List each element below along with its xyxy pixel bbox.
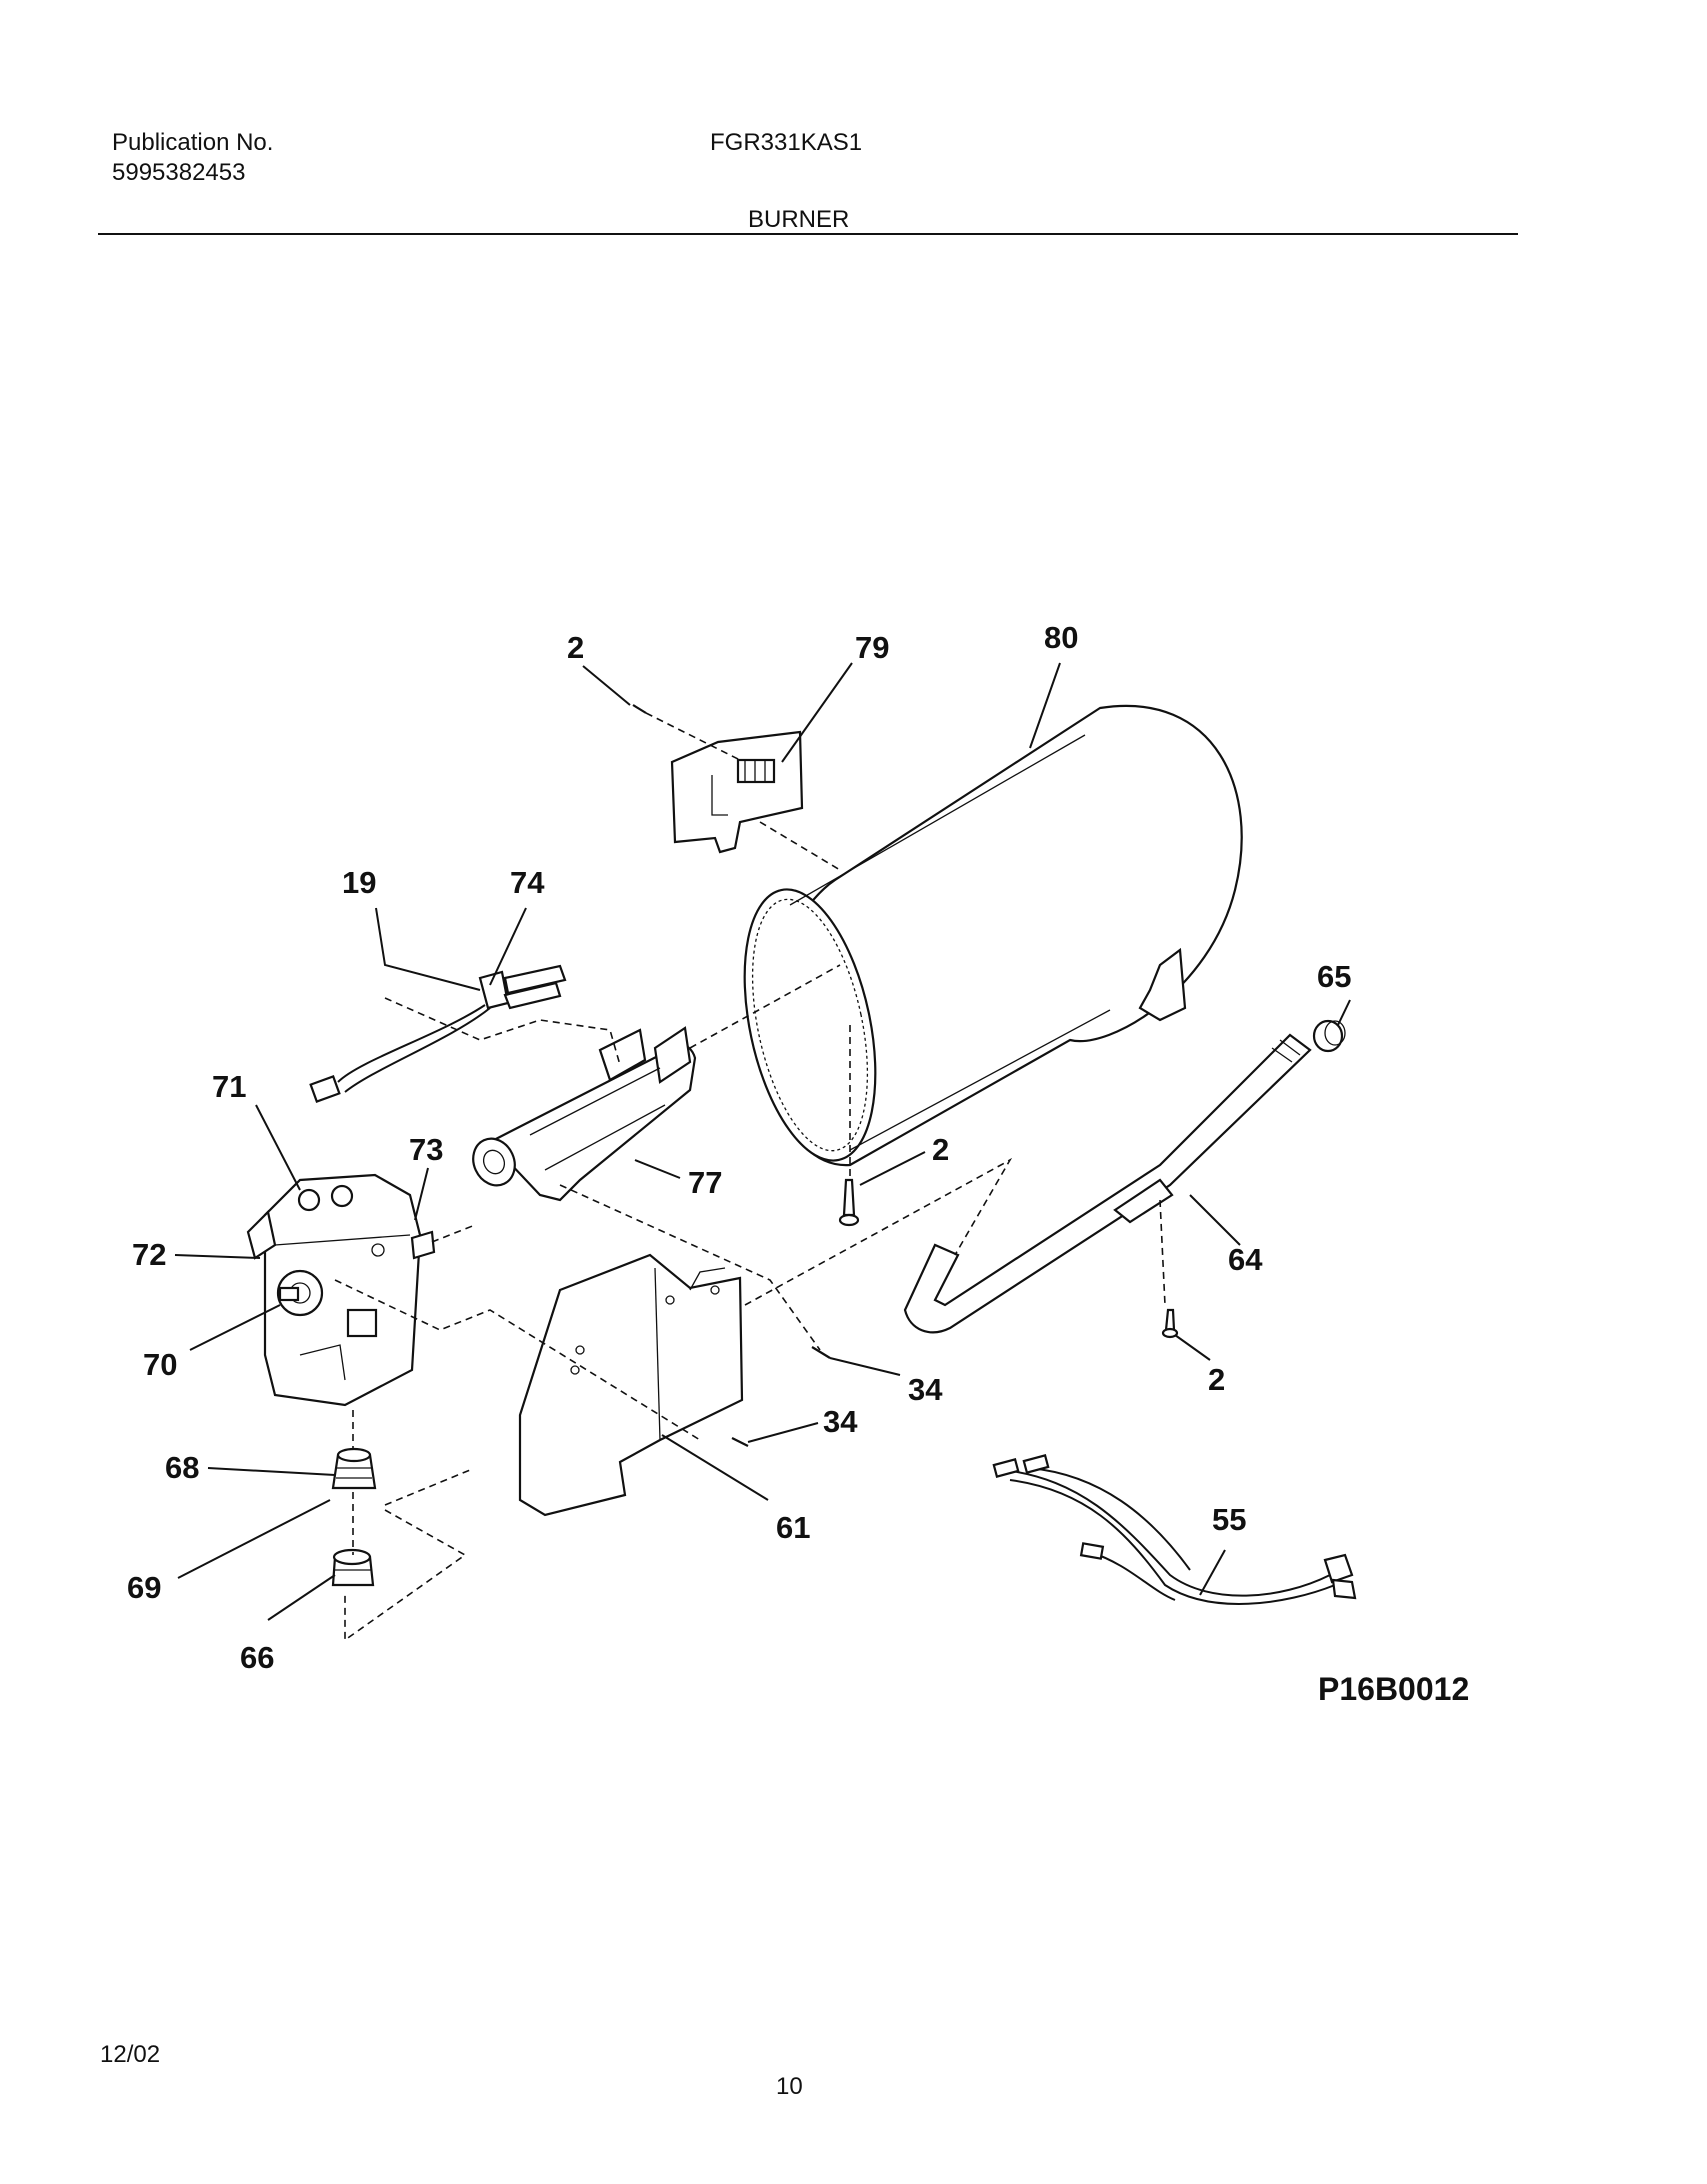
callout-68: 68 (165, 1450, 199, 1485)
model-number: FGR331KAS1 (710, 129, 863, 156)
callout-34b: 34 (823, 1404, 858, 1439)
callout-73: 73 (409, 1132, 443, 1167)
pipe-cap-part-65 (1312, 1019, 1346, 1053)
orifice-part-66 (331, 1548, 375, 1587)
callout-61: 61 (776, 1510, 810, 1545)
publication-label: Publication No. (112, 129, 274, 156)
callout-74: 74 (510, 865, 545, 900)
callout-34a: 34 (908, 1372, 943, 1407)
gas-valve-assembly (246, 1173, 436, 1407)
callout-55: 55 (1212, 1502, 1246, 1537)
flame-sensor-part-79 (670, 730, 804, 854)
screw-part-2b (838, 1178, 860, 1227)
figure-code: P16B0012 (1318, 1671, 1469, 1707)
publication-date: 12/02 (100, 2041, 161, 2068)
callout-79: 79 (855, 630, 889, 665)
burner-bracket-part-61 (518, 1253, 744, 1517)
page-number: 10 (776, 2073, 803, 2100)
callout-71: 71 (212, 1069, 246, 1104)
screw-part-2a (632, 704, 647, 714)
publication-number: 5995382453 (112, 159, 246, 186)
igniter-part-74 (309, 964, 567, 1103)
screw-part-34a (811, 1346, 831, 1359)
burner-tube-part-77 (472, 1026, 697, 1202)
callout-70: 70 (143, 1347, 177, 1382)
callout-64: 64 (1228, 1242, 1263, 1277)
section-title: BURNER (748, 206, 850, 233)
screw-part-2c (1161, 1308, 1179, 1339)
screw-part-34b (731, 1437, 749, 1447)
callout-2c: 2 (1208, 1362, 1225, 1397)
header-rule (98, 233, 1518, 235)
callout-80: 80 (1044, 620, 1078, 655)
callout-2a: 2 (567, 630, 584, 665)
callout-19: 19 (342, 865, 376, 900)
wire-harness-part-55 (992, 1454, 1357, 1605)
callout-66: 66 (240, 1640, 274, 1675)
callout-leader-lines (174, 662, 1351, 1621)
burner-drum-part-80 (743, 705, 1243, 1167)
callout-72: 72 (132, 1237, 166, 1272)
assembly-guide-lines (334, 712, 1166, 1642)
callout-77: 77 (688, 1165, 722, 1200)
callout-69: 69 (127, 1570, 161, 1605)
callout-2b: 2 (932, 1132, 949, 1167)
callout-65: 65 (1317, 959, 1351, 994)
gas-pipe-part-64 (903, 1033, 1312, 1334)
fitting-part-68 (331, 1447, 377, 1490)
